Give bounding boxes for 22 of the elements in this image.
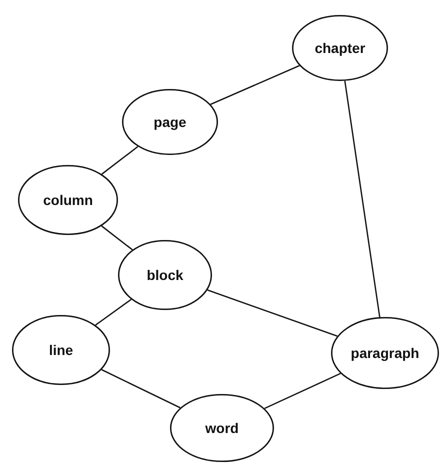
ellipse-node [118,240,212,310]
node-label: word [205,420,239,436]
ellipse-node [292,15,388,81]
ellipse-node [170,394,274,462]
connector-line [95,298,132,326]
connector-line [207,289,338,337]
connector-line [264,372,341,410]
node-label: paragraph [350,345,420,361]
ellipse-node [331,317,439,389]
node-label: chapter [314,40,366,56]
ellipse-node [18,165,118,235]
connector-line [101,146,138,175]
ellipse-node [12,315,110,385]
connector-line [101,225,133,250]
ellipse-node [122,89,218,155]
connector-line [344,80,380,318]
connector-line [210,65,300,105]
node-label: block [146,267,184,283]
node-label: page [154,114,186,130]
node-label: column [43,192,93,208]
node-label: line [48,342,74,358]
connector-line [101,369,180,408]
